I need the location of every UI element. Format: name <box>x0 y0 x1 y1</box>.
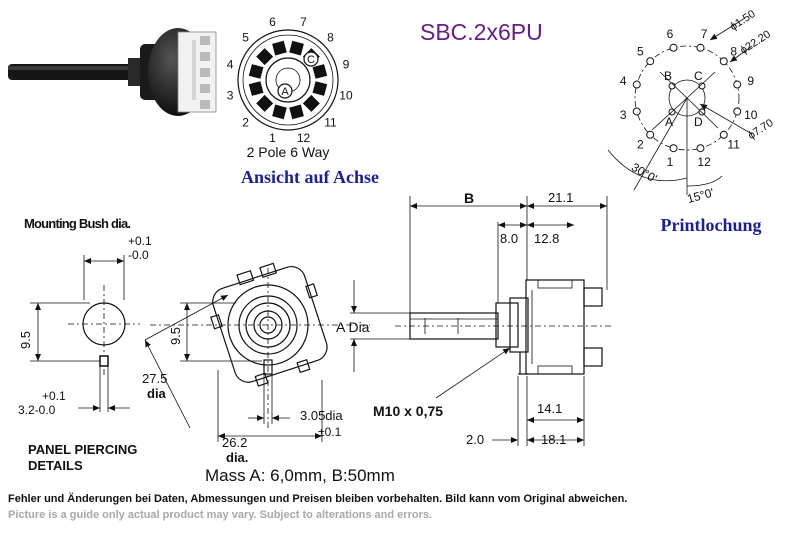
face-position-number: 12 <box>297 131 311 145</box>
pcb-hole <box>669 144 678 153</box>
panel-caption-1: PANEL PIERCING <box>28 442 137 457</box>
face-position-number: 11 <box>324 115 337 129</box>
pcb-hole <box>646 130 655 139</box>
contact-pad <box>289 40 304 56</box>
pcb-position-number: 11 <box>727 138 740 152</box>
face-position-number: 2 <box>242 115 249 129</box>
face-position-number: 10 <box>339 89 353 103</box>
bush-tol-minus: -0.0 <box>128 248 149 262</box>
pcb-caption: Printlochung <box>660 215 761 235</box>
pcb-pole-c-label: C <box>694 69 703 83</box>
face-position-number: 7 <box>300 15 307 29</box>
mounting-bush-label: Mounting Bush dia. <box>24 216 130 231</box>
pcb-hole <box>719 57 728 66</box>
pcb-hole <box>696 144 705 153</box>
face-position-number: 3 <box>227 89 234 103</box>
panel-piercing-details: Mounting Bush dia. +0.1 -0.0 9.5 +0.1 3.… <box>18 216 152 473</box>
pcb-position-number: 2 <box>637 138 644 152</box>
hole-dia-label: ϕ1.50 <box>728 8 758 33</box>
pcb-hole <box>733 107 742 116</box>
footer-line-2: Picture is a guide only actual product m… <box>8 509 433 521</box>
angle-15-label: 15°0' <box>686 185 716 206</box>
pcb-position-number: 8 <box>730 44 737 58</box>
pcb-hole <box>696 43 705 52</box>
angle-30-label: 30°0' <box>629 160 659 186</box>
pitch-dim: 26.2 <box>222 435 247 450</box>
contact-pad <box>248 64 264 79</box>
face-position-number: 6 <box>269 15 276 29</box>
pcb-hole <box>632 107 641 116</box>
pcb-position-number: 3 <box>620 108 627 122</box>
pcb-position-number: 1 <box>667 155 674 169</box>
pcb-position-number: 6 <box>667 27 674 41</box>
face-position-number: 8 <box>327 31 334 45</box>
thread-label: M10 x 0,75 <box>373 403 443 419</box>
footer-line-1: Fehler und Änderungen bei Daten, Abmessu… <box>8 493 628 505</box>
pcb-hole <box>646 57 655 66</box>
pcb-pole-b-label: B <box>664 69 672 83</box>
bush-tol-plus: +0.1 <box>128 234 152 248</box>
key-width-dim: 3.2-0.0 <box>18 403 56 417</box>
mass-note: Mass A: 6,0mm, B:50mm <box>205 466 395 485</box>
face-position-number: 1 <box>269 131 276 145</box>
face-position-number: 9 <box>343 57 350 71</box>
pin-dia-dim: 3.05dia <box>300 408 343 423</box>
view-label: Ansicht auf Achse <box>241 167 379 187</box>
pcb-hole <box>733 80 742 89</box>
pin-tol: ±0.1 <box>318 425 342 439</box>
dim-18: 18.1 <box>541 432 566 447</box>
pcb-pole-a-label: A <box>665 115 673 129</box>
contact-pad <box>256 48 274 66</box>
pcb-hole <box>719 130 728 139</box>
contact-pad <box>289 104 304 120</box>
contact-pad <box>256 94 274 112</box>
pole-c-label: C <box>307 54 315 66</box>
panel-height-dim: 9.5 <box>18 331 33 349</box>
part-number-title: SBC.2x6PU <box>420 19 543 45</box>
circle-dia-label: ϕ22.20 <box>738 28 773 56</box>
key-tol-plus: +0.1 <box>42 389 66 403</box>
dim-b: B <box>464 190 474 206</box>
pitch-word: dia. <box>226 450 248 465</box>
face-position-number: 5 <box>242 31 249 45</box>
switch-face-caption: 2 Pole 6 Way <box>247 144 330 160</box>
pcb-position-number: 12 <box>697 155 711 169</box>
shaft-dia-label: A Dia <box>336 319 370 335</box>
dim-12: 12.8 <box>534 231 559 246</box>
dim-8: 8.0 <box>500 231 518 246</box>
product-photo <box>8 28 217 116</box>
dim-14: 14.1 <box>537 401 562 416</box>
face-position-number: 4 <box>227 57 234 71</box>
contact-pad <box>272 104 287 120</box>
contact-pad <box>272 40 287 56</box>
dim-total: 21.1 <box>548 190 573 205</box>
pcb-hole <box>669 43 678 52</box>
pcb-pole-d-label: D <box>694 115 703 129</box>
outer-dia-dim: 27.5 <box>142 371 167 386</box>
contact-pad <box>312 81 328 96</box>
front-height-dim: 9.5 <box>168 327 183 345</box>
panel-caption-2: DETAILS <box>28 458 83 473</box>
pcb-hole <box>632 80 641 89</box>
dim-2: 2.0 <box>466 432 484 447</box>
pcb-position-number: 10 <box>744 108 758 122</box>
contact-pad <box>312 64 328 79</box>
outer-dia-word: dia <box>147 386 167 401</box>
contact-pad <box>248 81 264 96</box>
pcb-position-number: 7 <box>701 27 708 41</box>
pcb-position-number: 4 <box>620 74 627 88</box>
pole-a-marker <box>277 83 293 99</box>
pcb-pole-hole <box>698 82 706 90</box>
side-view-drawing: B 21.1 8.0 12.8 A Dia M10 x 0,75 14.1 2.… <box>336 190 612 447</box>
pcb-position-number: 5 <box>637 44 644 58</box>
front-view-drawing: 9.5 27.5 dia 26.2 dia. 3.05dia ±0.1 <box>142 262 370 465</box>
pole-a-label: A <box>281 86 289 98</box>
pole-c-marker <box>303 51 319 67</box>
contact-pad <box>302 94 320 112</box>
pcb-position-number: 9 <box>747 74 754 88</box>
